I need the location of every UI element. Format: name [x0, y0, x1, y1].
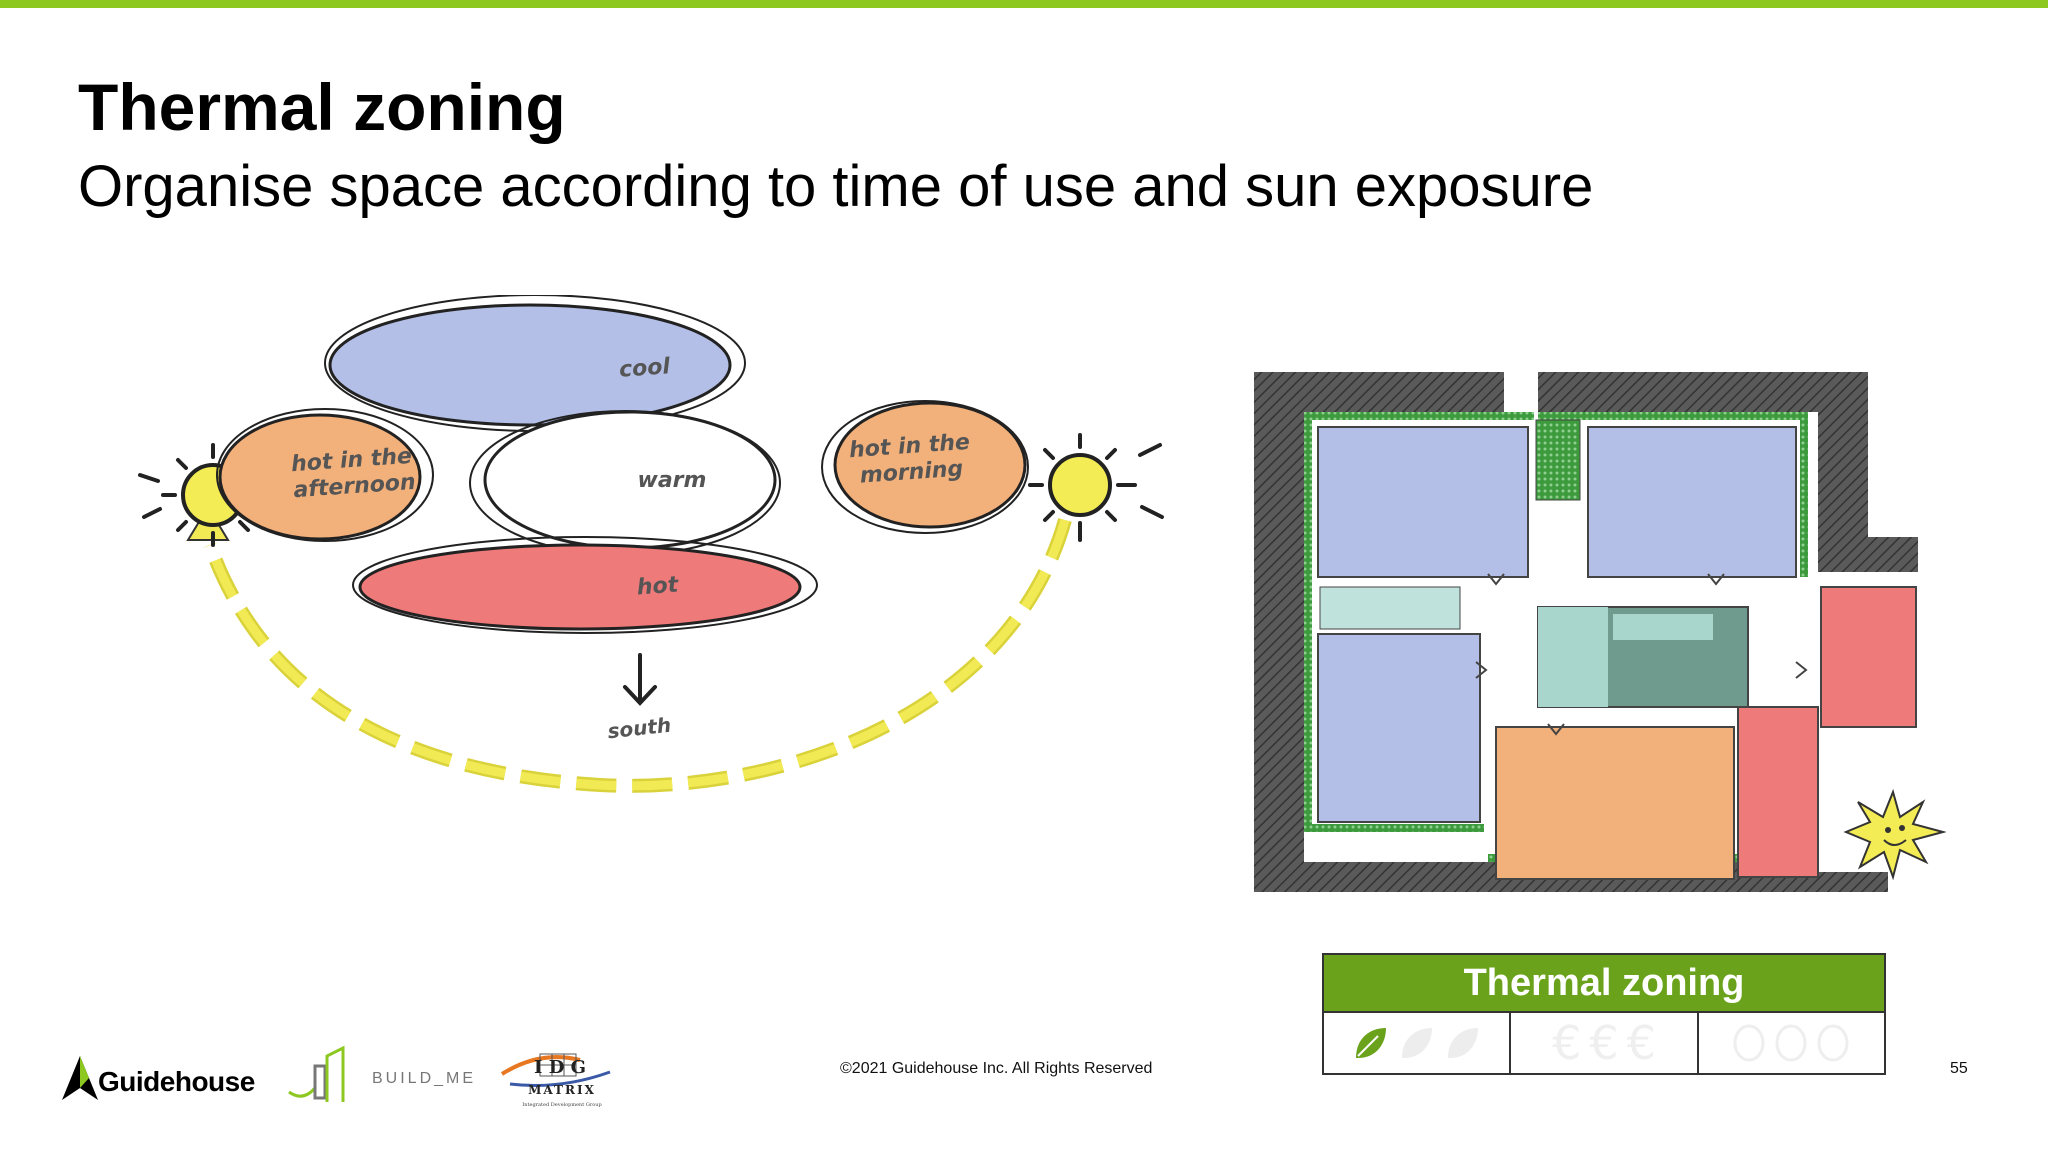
rating-table-row: € € €	[1324, 1013, 1884, 1073]
room-warm	[1495, 726, 1735, 880]
room-hot-right	[1820, 586, 1917, 728]
smiling-sun-icon	[1843, 788, 1946, 881]
room-courtyard	[1535, 419, 1581, 501]
copyright-text: ©2021 Guidehouse Inc. All Rights Reserve…	[840, 1060, 1153, 1077]
room-cool-top-left	[1317, 426, 1529, 578]
room-stair	[1319, 586, 1461, 630]
guidehouse-logo-text: Guidehouse	[98, 1066, 255, 1097]
plan-wall-top-left	[1254, 372, 1504, 412]
right-sun-icon	[1028, 433, 1164, 542]
build-me-logo-icon	[288, 1045, 345, 1102]
zone-hot-morning	[833, 401, 1027, 529]
label-south: south	[606, 713, 672, 744]
slide-title: Thermal zoning	[78, 70, 566, 144]
page-number: 55	[1950, 1060, 1968, 1077]
room-cool-top-right	[1587, 426, 1797, 578]
idg-tagline: Integrated Development Group	[522, 1102, 601, 1108]
rating-cell-cost: € € €	[1511, 1013, 1699, 1073]
rating-cell-sustainability	[1324, 1013, 1512, 1073]
circle-icon	[1775, 1024, 1807, 1062]
rating-table: Thermal zoning € € €	[1322, 953, 1886, 1075]
euro-icon: €	[1626, 1016, 1656, 1070]
euro-icon: €	[1552, 1016, 1582, 1070]
build-me-logo-text: BUILD_ME	[372, 1070, 477, 1087]
zone-cool	[328, 303, 732, 427]
idg-matrix-logo: I D G MATRIX Integrated Development Grou…	[500, 1053, 611, 1108]
label-cool: cool	[618, 354, 671, 383]
zone-hot-afternoon	[218, 413, 422, 541]
guidehouse-logo-icon	[62, 1056, 98, 1100]
leaf-icon	[1447, 1028, 1478, 1058]
plan-wall-left	[1254, 372, 1304, 892]
circle-icon	[1817, 1024, 1849, 1062]
plan-wall-top-right	[1538, 372, 1868, 412]
idg-letters: I D G	[534, 1057, 586, 1078]
label-hot: hot	[636, 573, 680, 601]
zone-hot	[358, 543, 802, 631]
leaf-icon	[1355, 1028, 1386, 1058]
slide-subtitle: Organise space according to time of use …	[78, 154, 1594, 219]
rating-cell-other	[1699, 1013, 1884, 1073]
floor-plan-drawing	[1254, 372, 1946, 892]
label-warm: warm	[638, 468, 707, 493]
room-cool-bottom-left	[1317, 633, 1481, 823]
idg-name: MATRIX	[528, 1083, 596, 1097]
top-accent-bar	[0, 0, 2048, 8]
rating-table-header: Thermal zoning	[1324, 955, 1884, 1013]
south-arrow-icon	[623, 653, 657, 706]
room-hot-small	[1737, 706, 1819, 878]
leaf-icon	[1401, 1028, 1432, 1058]
thermal-zoning-sketch: cool warm hot hot in the afternoon hot i…	[138, 295, 1164, 793]
zone-warm	[483, 410, 777, 550]
circle-icon	[1733, 1024, 1765, 1062]
euro-icon: €	[1589, 1016, 1619, 1070]
